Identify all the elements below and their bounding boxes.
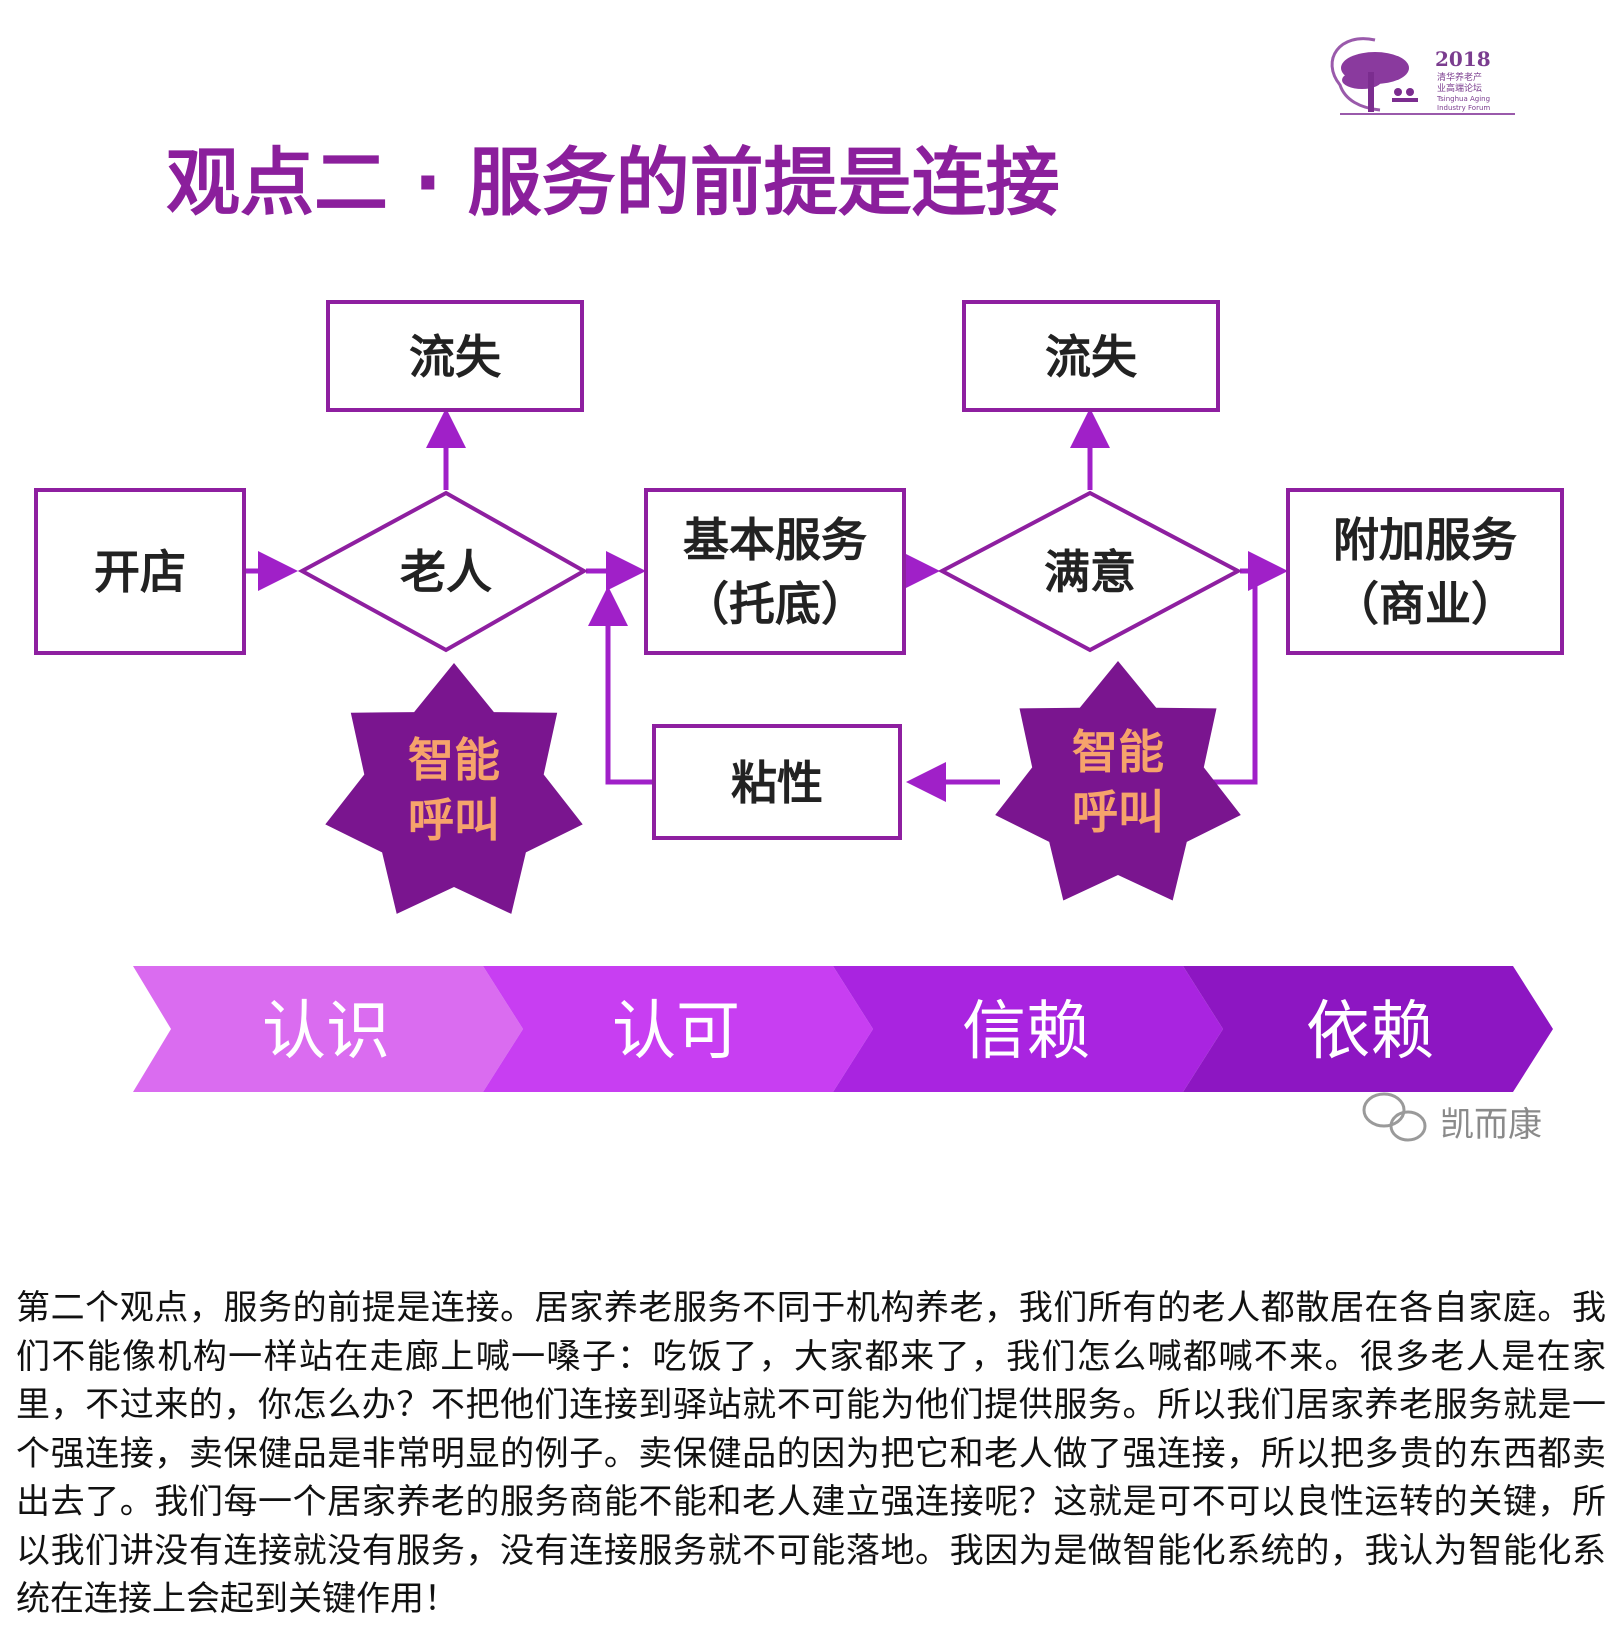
stage-chevron-1: [133, 966, 523, 1092]
tree-bench-icon: [1330, 37, 1515, 115]
box-extra-service: 附加服务 （商业）: [1286, 488, 1564, 655]
basic-service-line2: （托底）: [683, 577, 867, 631]
logo-year: 2018: [1435, 47, 1491, 71]
star-smart-call-right: 智能 呼叫: [995, 661, 1241, 901]
elderly-label: 老人: [400, 545, 492, 599]
stage-chevron-2: [483, 966, 873, 1092]
satisfied-label: 满意: [1044, 545, 1136, 599]
smart-call-left-line2: 呼叫: [408, 793, 500, 847]
watermark: 凯而康: [1362, 1092, 1542, 1145]
box-open-store: 开店: [34, 488, 246, 655]
loss-right-label: 流失: [1045, 330, 1138, 384]
stage-label-2: 认可: [612, 995, 740, 1069]
box-loss-left: 流失: [326, 300, 584, 412]
smart-call-right-line2: 呼叫: [1072, 785, 1164, 839]
smart-call-left-line1: 智能: [408, 733, 500, 787]
arrow-stickiness-to-basic: [588, 586, 652, 785]
open-store-label: 开店: [94, 545, 186, 599]
article-paragraph: 第二个观点，服务的前提是连接。居家养老服务不同于机构养老，我们所有的老人都散居在…: [16, 1288, 1606, 1619]
flow-diagram: 2018 清华养老产 业高端论坛 Tsinghua Aging Industry…: [34, 37, 1564, 1145]
stage-chevron-4: [1183, 966, 1553, 1092]
basic-service-line1: 基本服务: [683, 513, 867, 567]
extra-service-line1: 附加服务: [1333, 513, 1517, 567]
stage-label-3: 信赖: [962, 995, 1090, 1069]
logo-line1: 清华养老产: [1437, 71, 1482, 83]
logo-line3: Tsinghua Aging: [1436, 95, 1490, 103]
stage-chevron-3: [833, 966, 1223, 1092]
slide-title: 观点二 · 服务的前提是连接: [166, 140, 1060, 226]
stage-label-1: 认识: [262, 995, 390, 1069]
logo-line4: Industry Forum: [1437, 104, 1490, 112]
extra-service-line2: （商业）: [1333, 577, 1517, 631]
stage-label-4: 依赖: [1306, 995, 1434, 1069]
box-stickiness: 粘性: [652, 724, 902, 840]
logo-line2: 业高端论坛: [1437, 82, 1482, 94]
loss-left-label: 流失: [409, 330, 502, 384]
star-burst-icon: [995, 661, 1241, 901]
diamond-elderly: 老人: [297, 490, 589, 653]
diamond-satisfied: 满意: [937, 490, 1243, 653]
box-basic-service: 基本服务 （托底）: [644, 488, 906, 655]
wechat-icon: [1362, 1092, 1427, 1142]
stage-band: 认识 认可 信赖 依赖: [133, 966, 1553, 1092]
forum-logo: 2018 清华养老产 业高端论坛 Tsinghua Aging Industry…: [1330, 37, 1515, 115]
star-burst-icon: [325, 663, 583, 914]
box-loss-right: 流失: [962, 300, 1220, 412]
smart-call-right-line1: 智能: [1072, 725, 1164, 779]
stickiness-label: 粘性: [731, 756, 823, 810]
watermark-text: 凯而康: [1440, 1105, 1542, 1145]
star-smart-call-left: 智能 呼叫: [325, 663, 583, 914]
